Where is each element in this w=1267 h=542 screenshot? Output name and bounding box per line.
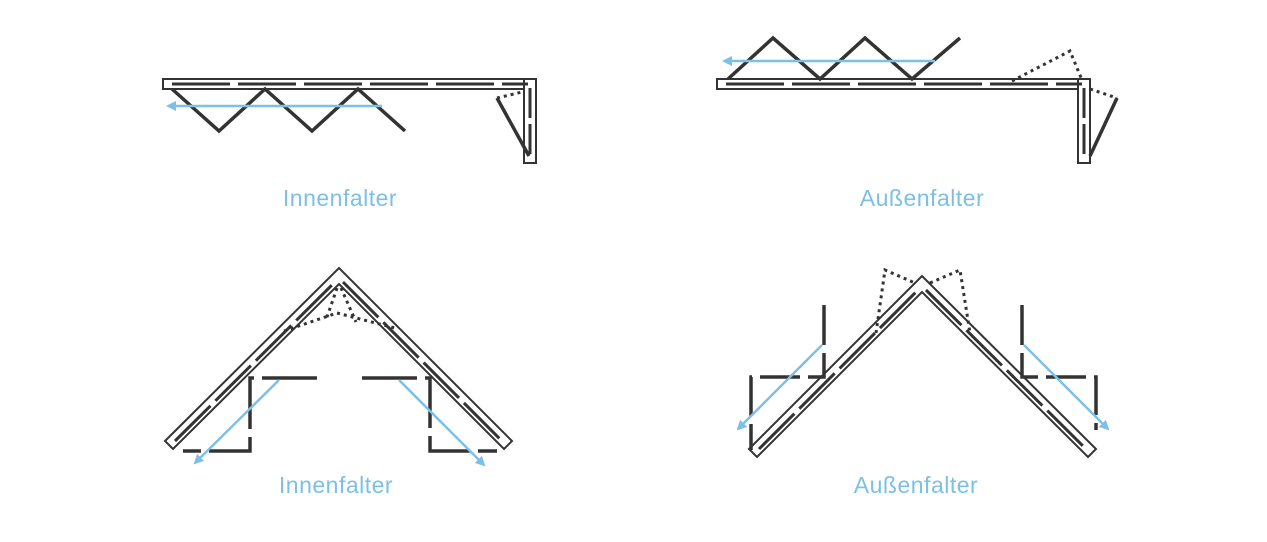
wall-left: [183, 376, 317, 453]
swing-dotted-2: [324, 287, 358, 323]
panel-top-left: [162, 78, 537, 164]
swing-panel: [495, 97, 531, 157]
folded-panels: [170, 86, 407, 134]
caption-innenfalter-top: Innenfalter: [282, 185, 398, 211]
wall-left: [749, 305, 826, 450]
direction-arrow-right: [1023, 344, 1110, 431]
rail-vertical: [523, 78, 537, 164]
wall-right: [1020, 305, 1098, 430]
panel-bottom-left: [163, 266, 514, 467]
panel-bottom-right: [736, 267, 1110, 459]
caption-aussenfalter-top: Außenfalter: [859, 185, 985, 211]
panel-top-right: [716, 35, 1119, 164]
track-dashes-left: [173, 280, 337, 443]
direction-arrow-left: [193, 379, 280, 465]
rail-vertical: [1077, 78, 1091, 164]
swing-dotted-2: [1089, 87, 1118, 100]
folded-panels: [726, 35, 962, 82]
swing-dotted: [874, 267, 916, 334]
caption-innenfalter-bottom: Innenfalter: [278, 472, 394, 498]
direction-arrow-right: [398, 379, 486, 467]
swing-dotted: [1011, 48, 1084, 83]
rail-peak: [163, 266, 514, 451]
wall-right: [362, 376, 497, 453]
direction-arrow-left: [736, 344, 823, 431]
track-dashes-right: [341, 280, 504, 443]
track-dashes-left: [757, 288, 920, 451]
rail-peak: [747, 274, 1098, 459]
caption-aussenfalter-bottom: Außenfalter: [853, 472, 979, 498]
track-dashes-right: [924, 288, 1088, 451]
swing-panel: [1088, 97, 1119, 157]
swing-dotted: [496, 90, 523, 100]
